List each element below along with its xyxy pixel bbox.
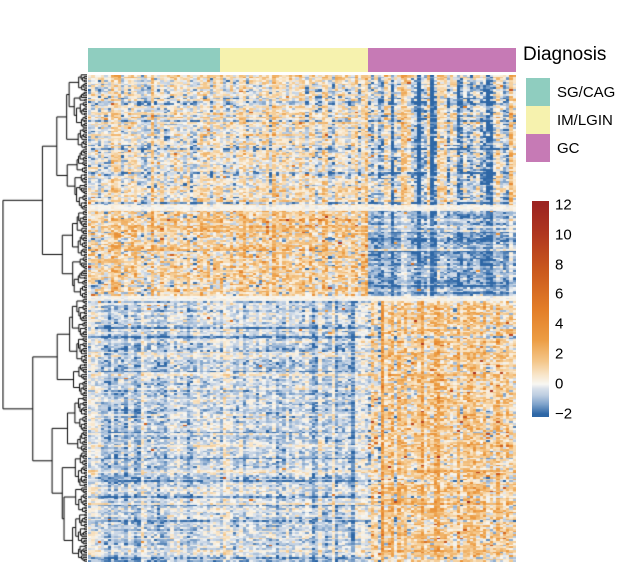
legend-label-imlgin: IM/LGIN <box>557 111 613 129</box>
colorbar-gradient <box>532 201 549 417</box>
colorbar-tick-label: −2 <box>555 405 573 423</box>
legend-label-sgcag: SG/CAG <box>557 83 616 101</box>
colorbar <box>532 201 549 417</box>
row-dendrogram <box>2 74 87 562</box>
diagnosis-legend: SG/CAG IM/LGIN GC <box>526 78 615 162</box>
colorbar-tick-label: 8 <box>555 256 564 273</box>
legend-swatch-sgcag <box>526 78 550 106</box>
colorbar-tick-label: 0 <box>555 375 564 393</box>
colorbar-tick-label: 6 <box>555 285 564 303</box>
annotation-segment-sgcag <box>88 48 220 72</box>
legend-item-gc: GC <box>526 134 615 162</box>
annotation-segment-imlgin <box>219 48 368 72</box>
legend-item-imlgin: IM/LGIN <box>526 106 615 134</box>
colorbar-tick-label: 10 <box>555 226 572 244</box>
diagnosis-annotation-bar <box>88 48 516 72</box>
colorbar-tick-label: 4 <box>555 315 564 333</box>
legend-title: Diagnosis <box>523 44 607 65</box>
legend-label-gc: GC <box>557 139 580 157</box>
colorbar-tick-label: 2 <box>555 345 564 363</box>
colorbar-tick-label: 12 <box>555 196 572 214</box>
legend-item-sgcag: SG/CAG <box>526 78 615 106</box>
heatmap-canvas <box>88 75 516 562</box>
annotation-segment-gc <box>367 48 516 72</box>
legend-swatch-gc <box>526 134 550 162</box>
legend-swatch-imlgin <box>526 106 550 134</box>
